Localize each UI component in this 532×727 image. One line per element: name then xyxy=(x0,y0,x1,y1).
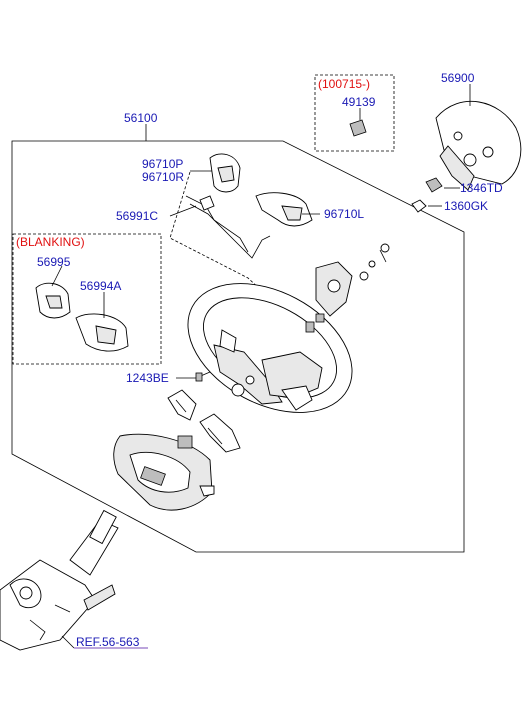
bolt-1346td xyxy=(425,177,443,193)
update-group-box xyxy=(314,74,395,152)
label-1360gk: 1360GK xyxy=(444,199,488,213)
rear-mount-plate xyxy=(315,261,353,317)
label-56900: 56900 xyxy=(441,71,475,85)
assembly-boundary-56100 xyxy=(11,140,465,553)
label-56100: 56100 xyxy=(124,111,158,125)
reference-pointer xyxy=(61,635,148,649)
column-shroud xyxy=(113,433,215,511)
label-96710r: 96710R xyxy=(142,170,184,184)
steering-column xyxy=(0,509,119,651)
blanking-group-box xyxy=(12,233,162,365)
label-56995: 56995 xyxy=(37,255,71,269)
label-blanking: (BLANKING) xyxy=(16,235,85,249)
side-cover-96710p xyxy=(209,153,241,193)
steering-wheel xyxy=(187,283,353,413)
blank-cap-56995 xyxy=(35,282,71,319)
small-fasteners xyxy=(305,243,390,333)
label-reference[interactable]: REF.56-563 xyxy=(76,635,140,649)
label-update-code: (100715-) xyxy=(318,77,370,91)
label-56991c: 56991C xyxy=(116,209,158,223)
label-56994a: 56994A xyxy=(80,279,121,293)
label-1346td: 1346TD xyxy=(460,181,503,195)
side-cover-96710l xyxy=(255,192,313,227)
label-96710p: 96710P xyxy=(142,157,183,171)
airbag-module-56900 xyxy=(435,101,522,191)
nut-49139 xyxy=(349,119,367,137)
label-49139: 49139 xyxy=(342,95,376,109)
clip-56991c xyxy=(185,195,271,259)
blank-cap-56994a xyxy=(75,313,129,352)
label-96710l: 96710L xyxy=(324,207,364,221)
lower-cover-brackets xyxy=(167,389,241,453)
label-1243be: 1243BE xyxy=(126,371,169,385)
bolt-1243be xyxy=(195,371,211,382)
leader-lines xyxy=(51,84,471,379)
nut-1360gk xyxy=(411,199,427,213)
